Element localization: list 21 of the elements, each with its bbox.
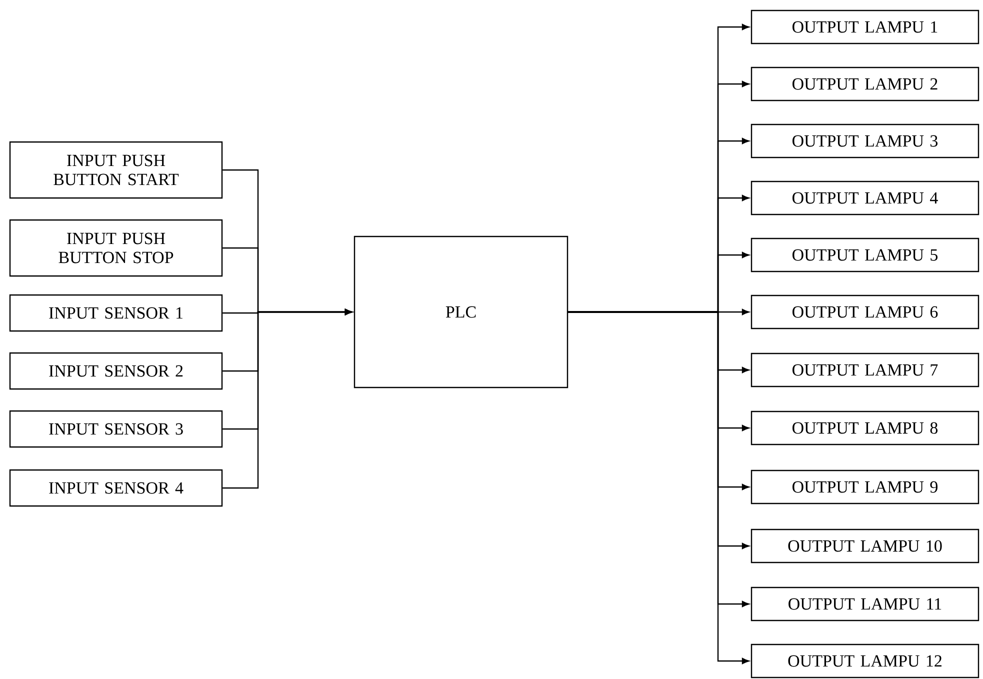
output-box: OUTPUT LAMPU 4 (750, 180, 980, 216)
input-box: INPUT SENSOR 3 (9, 410, 223, 448)
output-box: OUTPUT LAMPU 1 (750, 10, 980, 44)
input-box: INPUT PUSH BUTTON START (9, 141, 223, 199)
input-box: INPUT SENSOR 1 (9, 294, 223, 332)
output-box: OUTPUT LAMPU 10 (750, 528, 980, 564)
output-box: OUTPUT LAMPU 3 (750, 124, 980, 158)
output-box: OUTPUT LAMPU 6 (750, 294, 980, 330)
plc-box: PLC (354, 236, 568, 388)
output-box: OUTPUT LAMPU 12 (750, 644, 980, 678)
output-box: OUTPUT LAMPU 7 (750, 352, 980, 388)
input-box: INPUT PUSH BUTTON STOP (9, 219, 223, 277)
output-box: OUTPUT LAMPU 9 (750, 470, 980, 504)
output-box: OUTPUT LAMPU 5 (750, 238, 980, 272)
output-box: OUTPUT LAMPU 11 (750, 586, 980, 622)
arrow (222, 308, 352, 489)
arrow (568, 311, 750, 664)
output-box: OUTPUT LAMPU 2 (750, 66, 980, 102)
output-box: OUTPUT LAMPU 8 (750, 410, 980, 446)
input-box: INPUT SENSOR 4 (9, 469, 223, 507)
input-box: INPUT SENSOR 2 (9, 352, 223, 390)
